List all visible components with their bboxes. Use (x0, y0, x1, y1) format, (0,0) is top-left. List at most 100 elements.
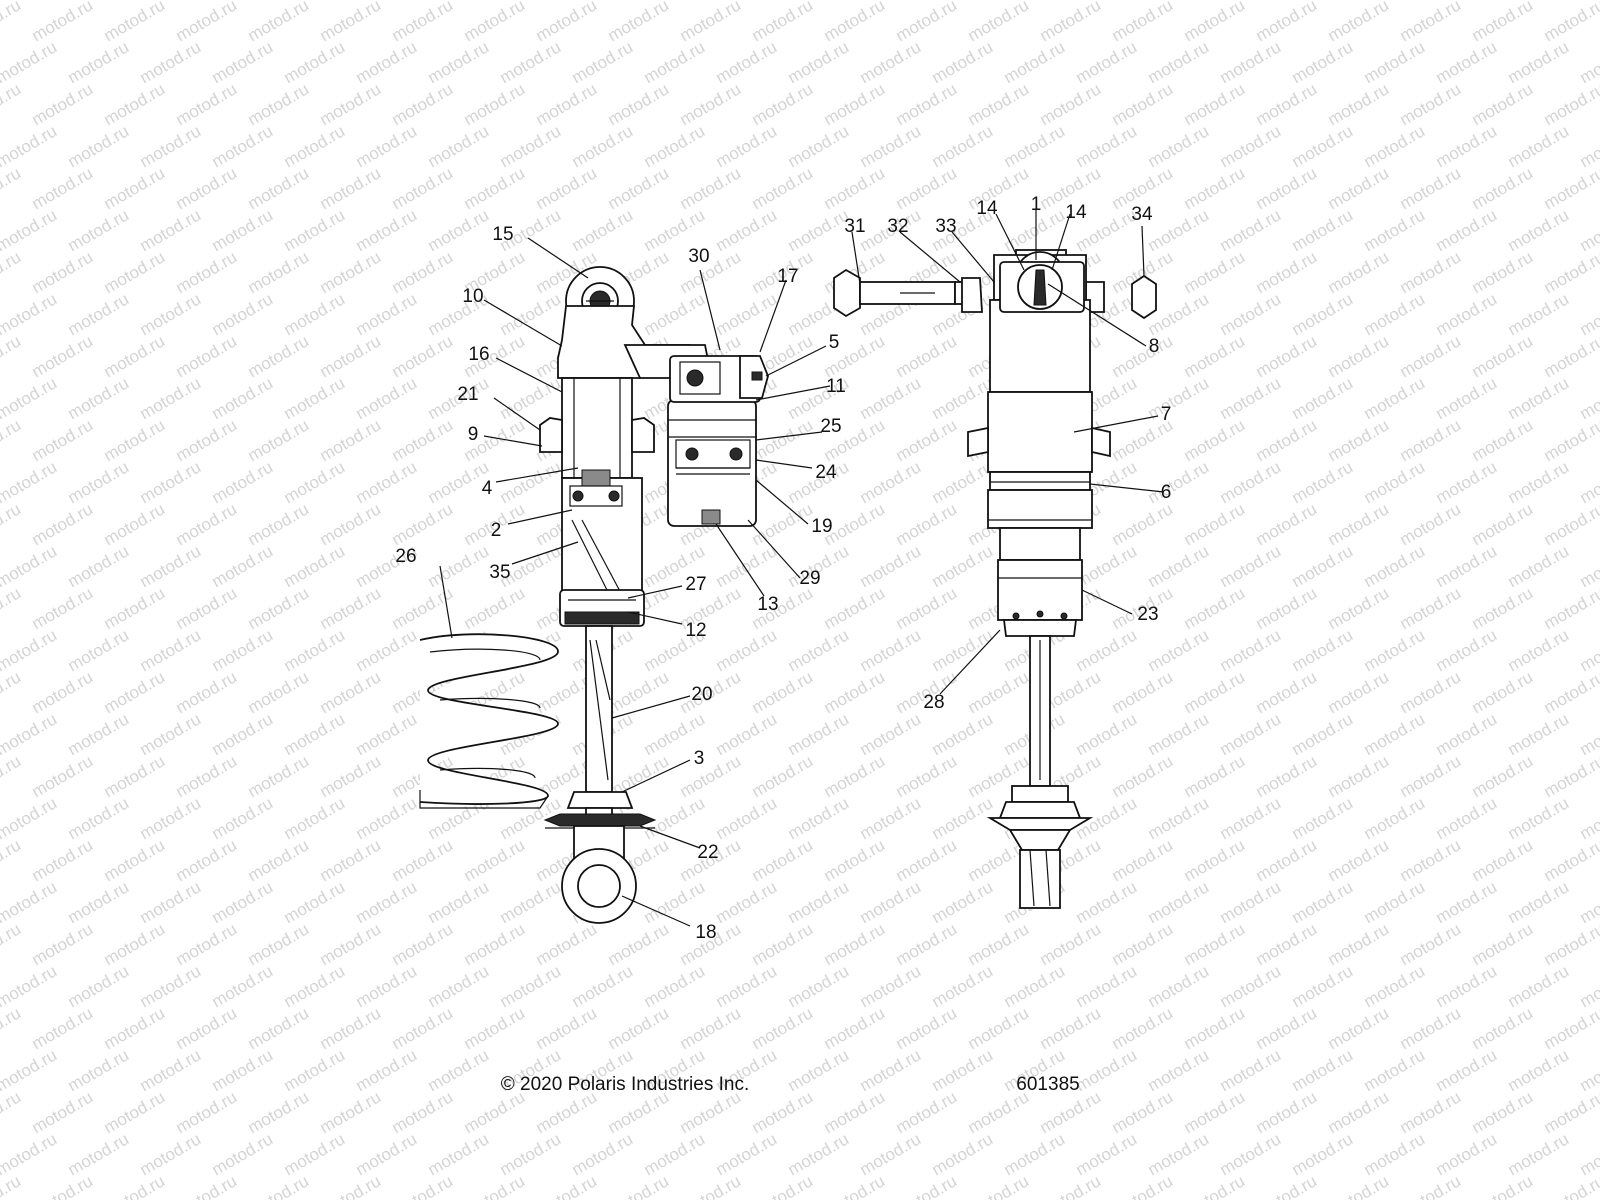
watermark-text: motod.ru (497, 37, 565, 87)
watermark-text: motod.ru (1541, 583, 1600, 633)
watermark-text: motod.ru (137, 1045, 205, 1095)
watermark-text: motod.ru (101, 247, 169, 297)
watermark-text: motod.ru (893, 835, 961, 885)
watermark-text: motod.ru (0, 751, 24, 801)
watermark-text: motod.ru (173, 0, 241, 45)
watermark-text: motod.ru (1325, 919, 1393, 969)
watermark-text: motod.ru (1145, 205, 1213, 255)
watermark-text: motod.ru (929, 373, 997, 423)
watermark-text: motod.ru (1253, 331, 1321, 381)
watermark-text: motod.ru (101, 1003, 169, 1053)
watermark-text: motod.ru (29, 751, 97, 801)
watermark-text: motod.ru (1181, 79, 1249, 129)
watermark-text: motod.ru (533, 163, 601, 213)
watermark-text: motod.ru (0, 1003, 24, 1053)
callout-15: 15 (492, 224, 513, 245)
watermark-text: motod.ru (65, 37, 133, 87)
watermark-text: motod.ru (713, 1129, 781, 1179)
watermark-text: motod.ru (857, 457, 925, 507)
watermark-text: motod.ru (389, 835, 457, 885)
watermark-text: motod.ru (533, 79, 601, 129)
watermark-text: motod.ru (0, 415, 24, 465)
watermark-text: motod.ru (569, 961, 637, 1011)
watermark-text: motod.ru (353, 1129, 421, 1179)
watermark-text: motod.ru (1469, 1003, 1537, 1053)
watermark-text: motod.ru (317, 751, 385, 801)
watermark-text: motod.ru (281, 121, 349, 171)
watermark-text: motod.ru (1181, 247, 1249, 297)
watermark-text: motod.ru (893, 79, 961, 129)
watermark-text: motod.ru (1541, 1087, 1600, 1137)
watermark-text: motod.ru (1037, 0, 1105, 45)
watermark-text: motod.ru (209, 289, 277, 339)
watermark-text: motod.ru (0, 667, 24, 717)
watermark-text: motod.ru (0, 457, 60, 507)
watermark-text: motod.ru (173, 919, 241, 969)
watermark-text: motod.ru (1217, 1129, 1285, 1179)
watermark-text: motod.ru (389, 247, 457, 297)
watermark-text: motod.ru (173, 1171, 241, 1200)
watermark-text: motod.ru (1253, 751, 1321, 801)
watermark-text: motod.ru (713, 121, 781, 171)
watermark-text: motod.ru (29, 79, 97, 129)
watermark-text: motod.ru (1325, 163, 1393, 213)
watermark-text: motod.ru (1289, 877, 1357, 927)
watermark-text: motod.ru (0, 331, 24, 381)
watermark-text: motod.ru (965, 1171, 1033, 1200)
watermark-text: motod.ru (353, 289, 421, 339)
watermark-text: motod.ru (1217, 709, 1285, 759)
watermark-text: motod.ru (0, 37, 60, 87)
callout-1: 1 (1031, 194, 1042, 215)
watermark-text: motod.ru (1469, 499, 1537, 549)
watermark-text: motod.ru (1397, 415, 1465, 465)
watermark-text: motod.ru (677, 79, 745, 129)
watermark-text: motod.ru (281, 37, 349, 87)
watermark-text: motod.ru (929, 457, 997, 507)
watermark-text: motod.ru (1433, 709, 1501, 759)
watermark-text: motod.ru (1325, 79, 1393, 129)
watermark-text: motod.ru (353, 457, 421, 507)
watermark-text: motod.ru (893, 331, 961, 381)
watermark-text: motod.ru (1109, 79, 1177, 129)
watermark-text: motod.ru (1397, 79, 1465, 129)
watermark-text: motod.ru (1073, 1129, 1141, 1179)
watermark-text: motod.ru (533, 919, 601, 969)
watermark-text: motod.ru (281, 793, 349, 843)
watermark-text: motod.ru (965, 0, 1033, 45)
watermark-text: motod.ru (1073, 625, 1141, 675)
watermark-text: motod.ru (821, 835, 889, 885)
watermark-text: motod.ru (1037, 79, 1105, 129)
watermark-text: motod.ru (1433, 1129, 1501, 1179)
watermark-text: motod.ru (1397, 163, 1465, 213)
watermark-text: motod.ru (893, 499, 961, 549)
watermark-text: motod.ru (1469, 835, 1537, 885)
watermark-text: motod.ru (1325, 667, 1393, 717)
watermark-text: motod.ru (209, 37, 277, 87)
watermark-text: motod.ru (893, 1087, 961, 1137)
watermark-text: motod.ru (0, 961, 60, 1011)
watermark-text: motod.ru (821, 1003, 889, 1053)
callout-22: 22 (697, 842, 718, 863)
watermark-text: motod.ru (1037, 919, 1105, 969)
watermark-text: motod.ru (1181, 1171, 1249, 1200)
watermark-text: motod.ru (1325, 1171, 1393, 1200)
callout-numbers: 1 2 3 4 5 6 7 8 9 10 11 12 13 14 14 15 1… (395, 194, 1171, 943)
watermark-text: motod.ru (1181, 667, 1249, 717)
callout-21: 21 (457, 384, 478, 405)
watermark-text: motod.ru (1289, 121, 1357, 171)
watermark-text: motod.ru (1397, 919, 1465, 969)
watermark-text: motod.ru (317, 499, 385, 549)
watermark-text: motod.ru (1325, 1003, 1393, 1053)
watermark-text: motod.ru (1109, 1087, 1177, 1137)
watermark-text: motod.ru (749, 0, 817, 45)
watermark-text: motod.ru (29, 1003, 97, 1053)
watermark-text: motod.ru (389, 583, 457, 633)
watermark-text: motod.ru (821, 0, 889, 45)
watermark-text: motod.ru (713, 541, 781, 591)
watermark-text: motod.ru (1361, 373, 1429, 423)
watermark-text: motod.ru (137, 793, 205, 843)
watermark-text: motod.ru (425, 205, 493, 255)
watermark-text: motod.ru (1397, 0, 1465, 45)
watermark-text: motod.ru (1433, 625, 1501, 675)
